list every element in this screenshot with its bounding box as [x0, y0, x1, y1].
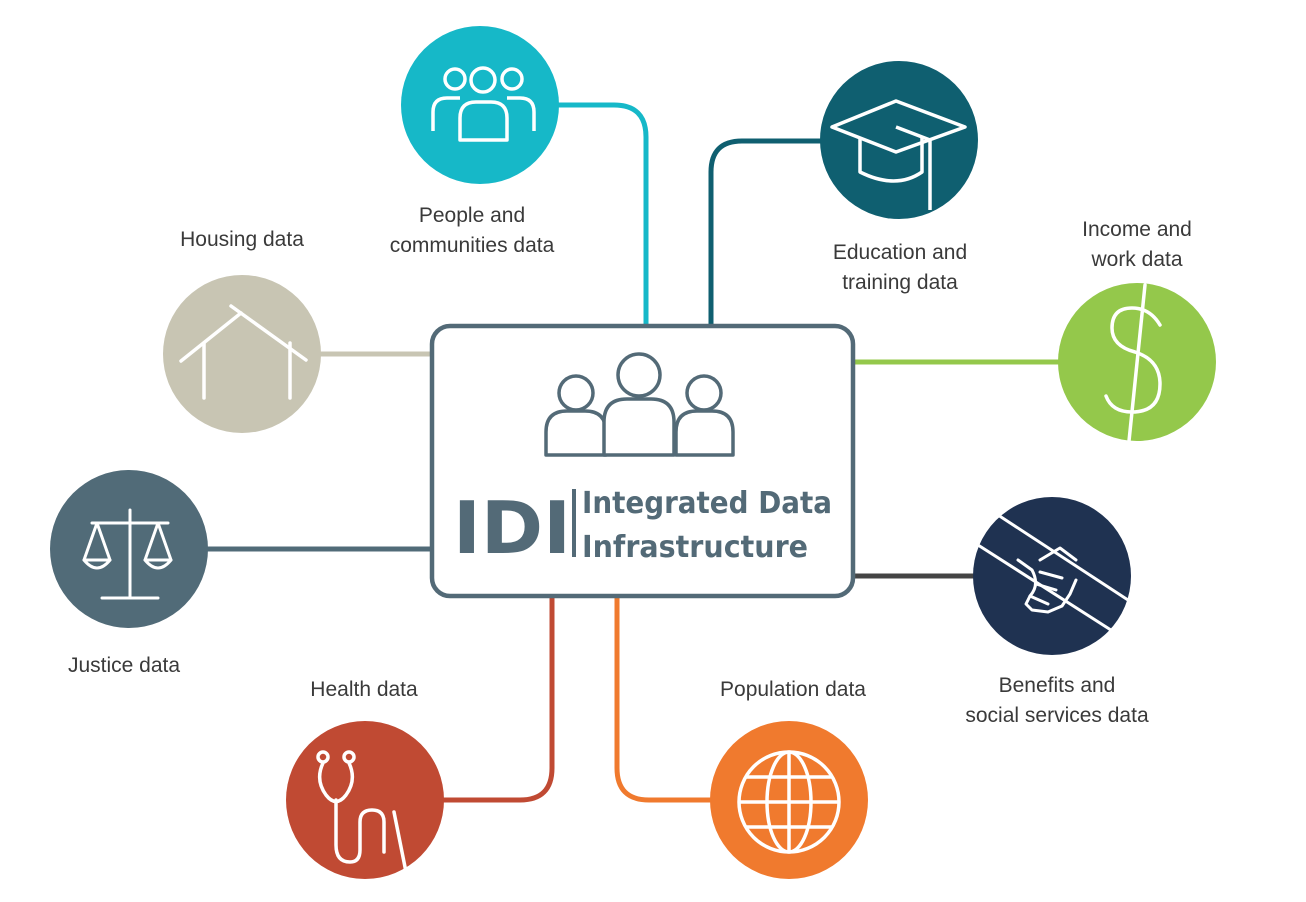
label-line: Population data [720, 678, 866, 701]
node-education-circle [820, 61, 978, 219]
node-people-circle [401, 26, 559, 184]
label-justice: Justice data [68, 651, 180, 681]
node-health-circle [286, 721, 444, 879]
label-line: Housing data [180, 228, 304, 251]
label-line: Education and [832, 241, 968, 264]
label-line: work data [1091, 248, 1183, 271]
connector-population [614, 596, 712, 803]
handshake-icon [976, 513, 1130, 634]
label-line: communities data [389, 234, 555, 257]
label-income: Income and work data [1082, 215, 1192, 275]
label-population: Population data [720, 675, 866, 705]
label-line: Income and [1082, 218, 1192, 241]
label-line: People and [418, 204, 526, 227]
people-group-icon [544, 352, 735, 457]
idi-name-line2: Infrastructure [582, 530, 808, 565]
node-education [820, 61, 978, 219]
scales-icon [82, 508, 173, 600]
label-line: training data [842, 271, 958, 294]
node-income [1058, 283, 1216, 443]
node-housing [163, 275, 321, 433]
node-benefits [973, 497, 1131, 655]
idi-center-box: IDI Integrated Data Infrastructure [429, 323, 856, 599]
label-health: Health data [310, 675, 417, 705]
connectors [206, 102, 1060, 803]
label-benefits: Benefits and social services data [965, 671, 1148, 731]
idi-name-line1: Integrated Data [582, 486, 832, 521]
label-line: Justice data [67, 654, 181, 677]
house-icon [179, 304, 308, 400]
center-box-frame [429, 323, 856, 599]
label-housing: Housing data [180, 225, 304, 255]
stethoscope-icon [316, 750, 408, 874]
label-line: Health data [310, 678, 418, 701]
connector-health [443, 596, 555, 803]
connector-education [708, 138, 822, 326]
globe-icon [737, 750, 841, 854]
node-health [286, 721, 444, 879]
label-people: People and communities data [390, 201, 555, 261]
label-education: Education and training data [833, 238, 967, 298]
node-people [401, 26, 559, 184]
label-line: social services data [965, 704, 1149, 727]
idi-acronym: IDI [453, 486, 571, 570]
connector-people [558, 102, 649, 326]
people-group-icon [431, 66, 536, 142]
node-justice [50, 470, 208, 628]
graduation-cap-icon [830, 99, 967, 210]
dollar-icon [1104, 283, 1162, 443]
node-population [710, 721, 868, 879]
label-line: Benefits and [998, 674, 1116, 697]
